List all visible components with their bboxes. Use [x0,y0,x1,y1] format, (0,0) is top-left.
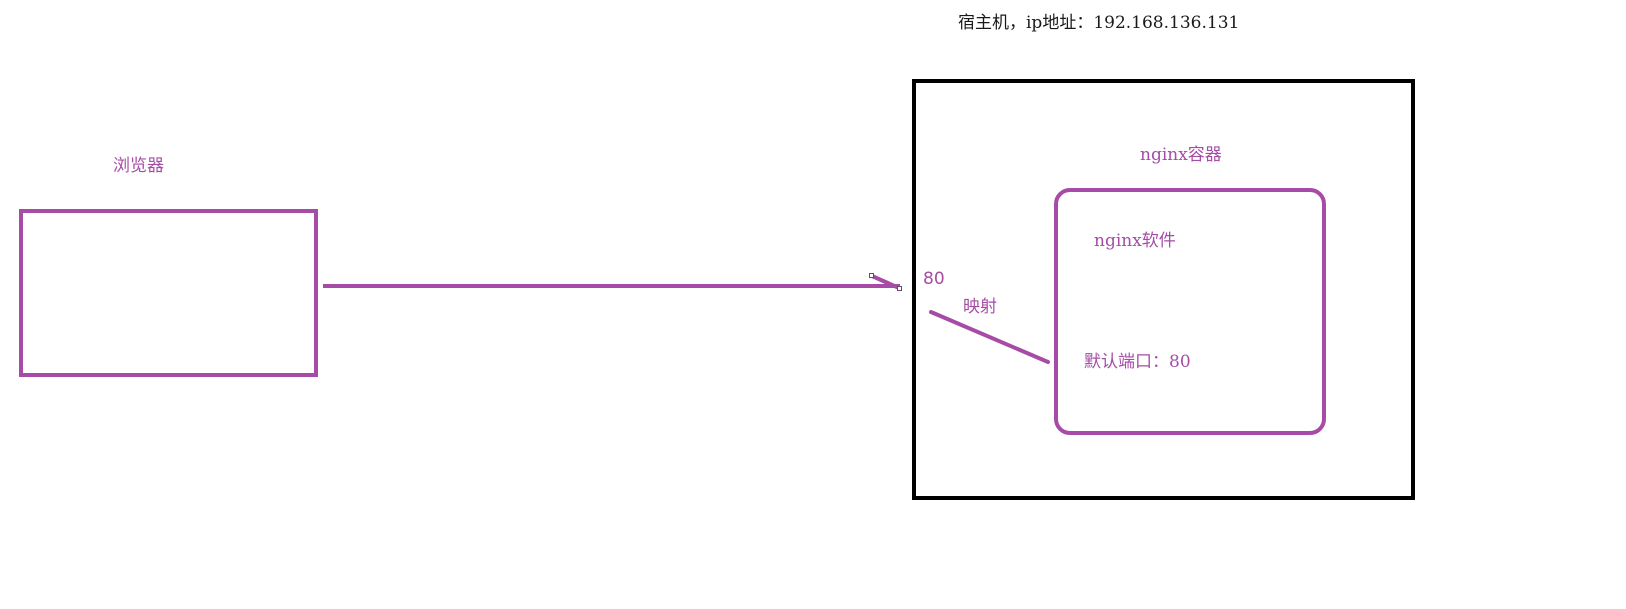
software-label: nginx软件 [1094,231,1176,251]
arrow-handle-start [869,273,874,278]
container-box [1054,188,1326,435]
browser-box [19,209,318,377]
port-mapping-line [929,310,1050,364]
browser-label: 浏览器 [113,156,164,176]
arrow-handle-end [897,286,902,291]
host-box [912,79,1415,500]
container-label: nginx容器 [1140,145,1222,165]
default-port-label: 默认端口：80 [1084,352,1191,372]
host-port-label: 80 [923,269,945,289]
request-arrow [323,273,902,291]
host-label: 宿主机，ip地址：192.168.136.131 [958,13,1240,33]
mapping-label: 映射 [963,297,997,317]
